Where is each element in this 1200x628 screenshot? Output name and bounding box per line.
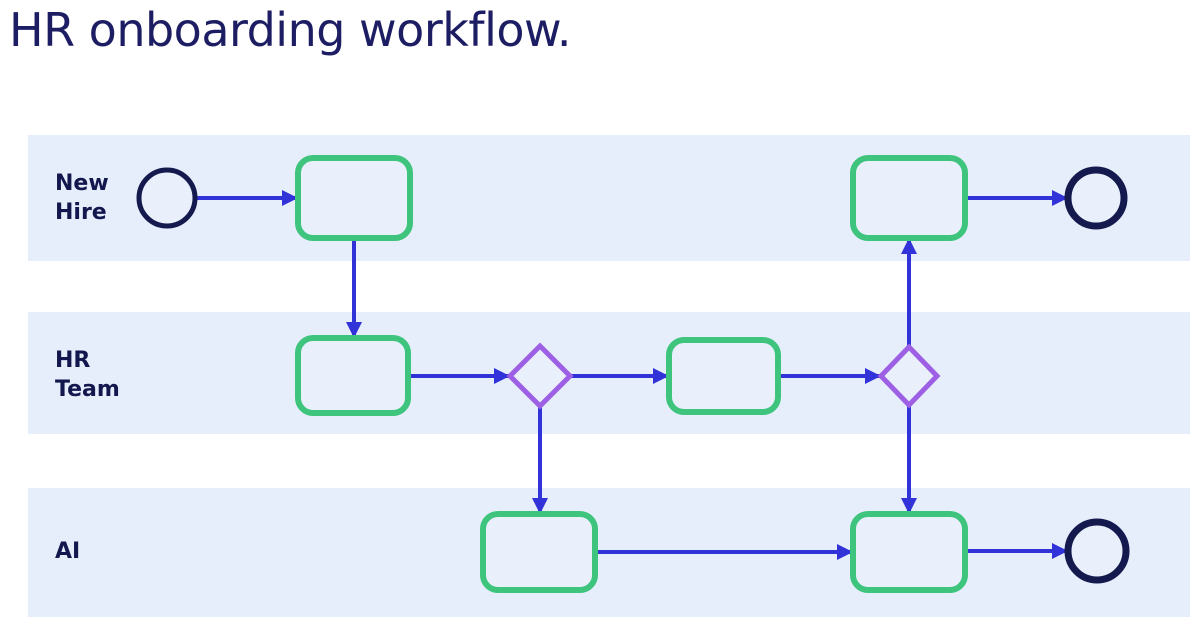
end-event-circle-1 [1064, 166, 1128, 230]
task-node-2 [295, 335, 411, 416]
end-event-circle-2 [1064, 518, 1130, 584]
page-title: HR onboarding workflow. [9, 3, 572, 57]
start-event-circle [136, 167, 198, 229]
task-node-3 [666, 337, 781, 415]
task-node-5 [480, 511, 598, 593]
lane-label-new-hire: New Hire [55, 171, 109, 225]
lane-label-hr-team: HR Team [55, 348, 120, 402]
lane-label-ai: AI [55, 539, 81, 564]
lane-hr-team-band [28, 312, 1190, 434]
gateway-diamond-2 [877, 343, 941, 409]
gateway-diamond-1 [506, 342, 574, 410]
task-node-1 [295, 155, 413, 241]
task-node-4 [850, 155, 968, 241]
task-node-6 [850, 511, 968, 593]
